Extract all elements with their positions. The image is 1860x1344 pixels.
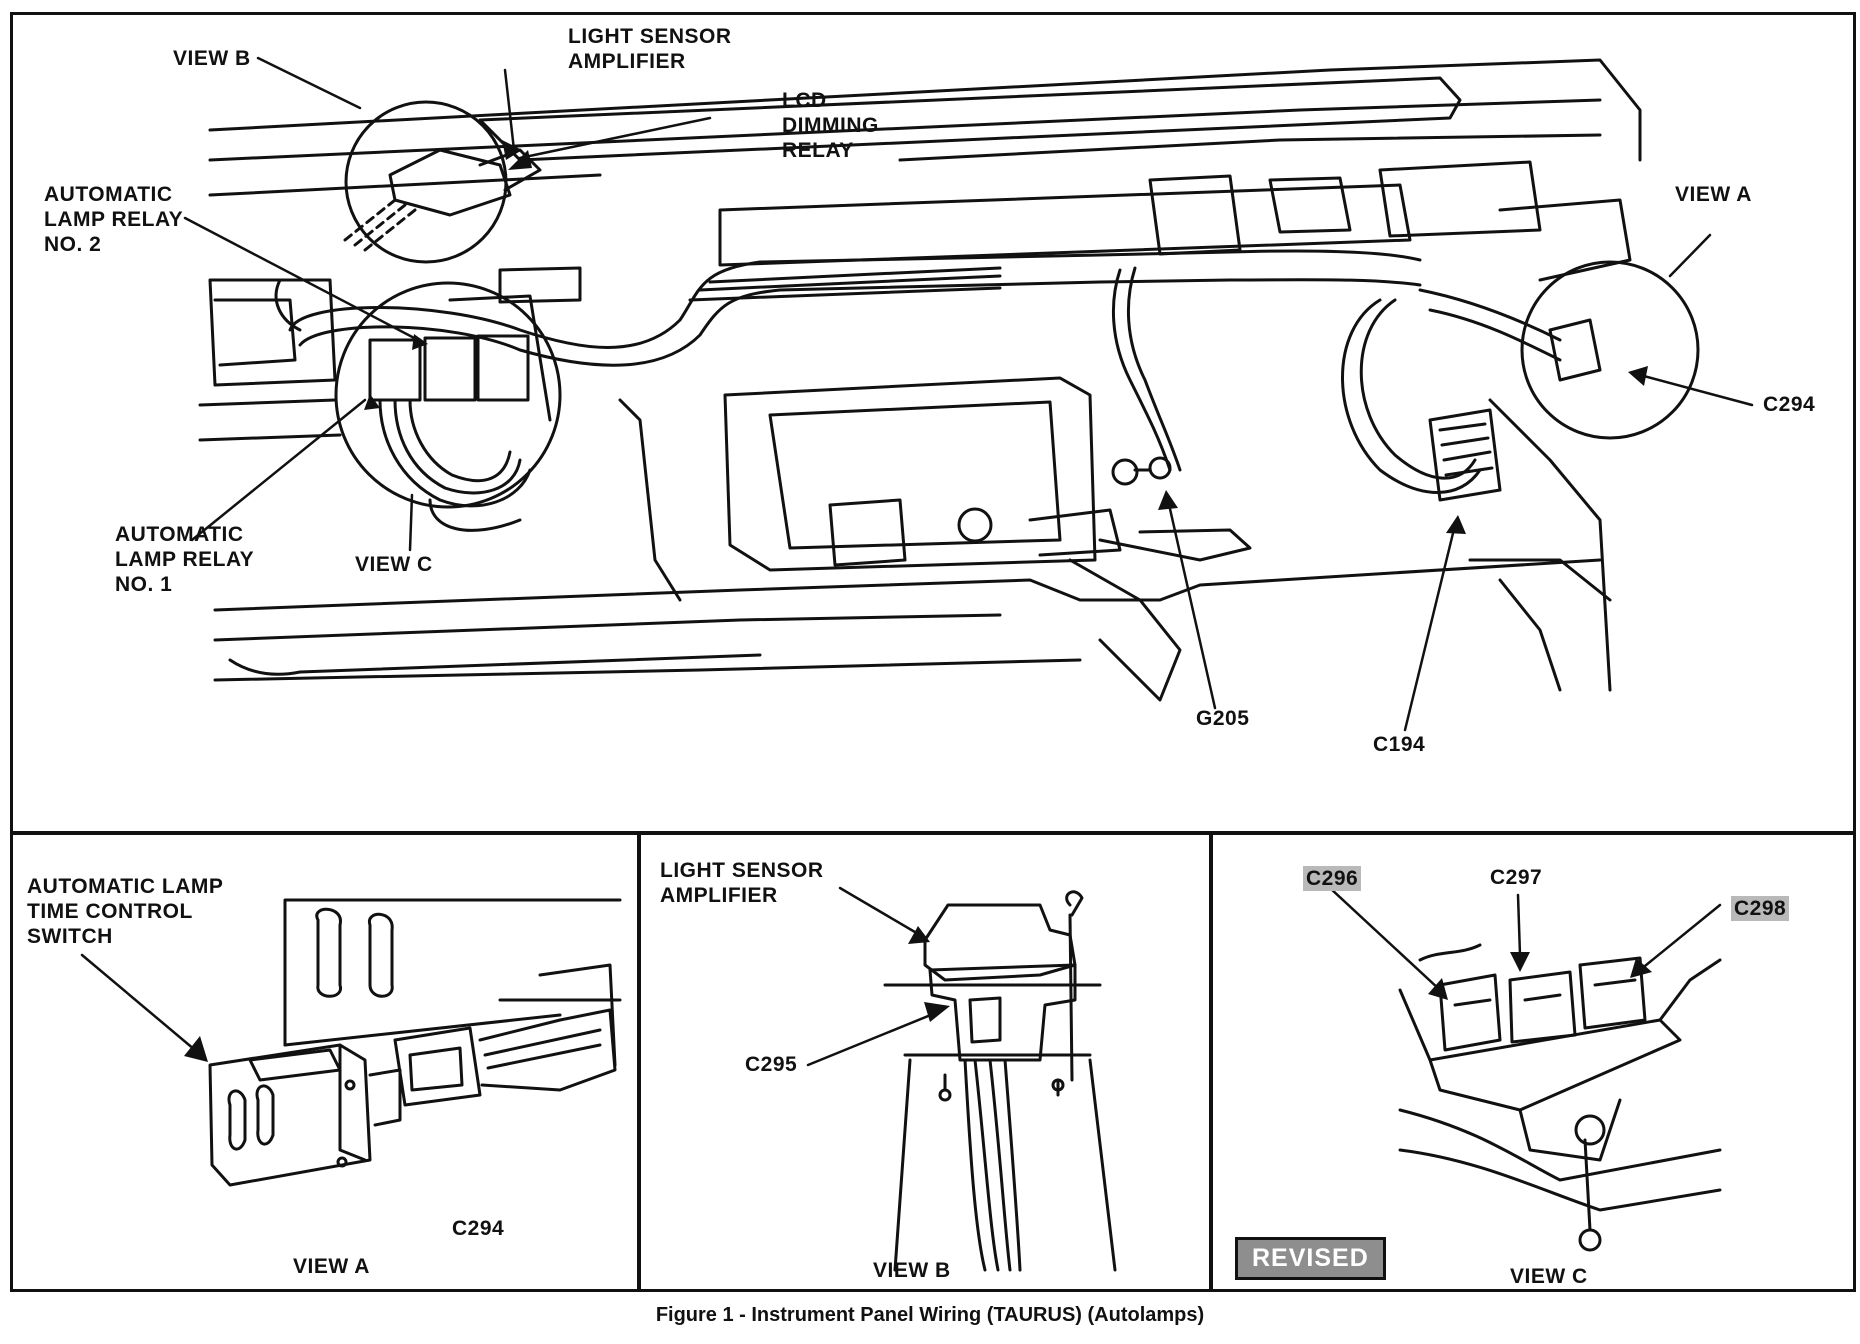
relay-cluster-main <box>368 334 532 532</box>
label-lcd-dimming-relay: LCD DIMMING RELAY <box>782 89 879 162</box>
view-a-title: VIEW A <box>293 1255 370 1278</box>
view-b-drawing <box>883 890 1117 1272</box>
ground-screw <box>1111 456 1172 486</box>
label-automatic-lamp-relay-1: AUTOMATIC LAMP RELAY NO. 1 <box>115 523 255 596</box>
label-c295: C295 <box>745 1053 798 1076</box>
label-c297: C297 <box>1490 866 1543 889</box>
label-light-sensor-amplifier-b: LIGHT SENSOR AMPLIFIER <box>660 859 824 907</box>
view-c-leaders <box>1328 886 1722 992</box>
view-b-circle <box>344 100 508 264</box>
revised-badge: REVISED <box>1235 1237 1386 1280</box>
view-b-leaders <box>806 886 940 1067</box>
label-c294-view-a: C294 <box>452 1217 505 1240</box>
view-b-arrowheads <box>908 926 950 1022</box>
wiring-harness <box>274 198 1602 502</box>
view-c-frame <box>1210 832 1856 1292</box>
view-a-leader <box>80 953 197 1052</box>
leader-lines-main <box>183 56 1754 732</box>
view-a-drawing <box>208 898 622 1187</box>
label-view-a: VIEW A <box>1675 183 1752 206</box>
label-c296: C296 <box>1303 866 1362 891</box>
label-g205: G205 <box>1196 707 1250 730</box>
label-c298: C298 <box>1731 896 1790 921</box>
instrument-panel-outline <box>198 58 1642 702</box>
label-automatic-lamp-relay-2: AUTOMATIC LAMP RELAY NO. 2 <box>44 183 184 256</box>
view-c-arrowheads <box>1428 952 1652 1000</box>
label-view-c: VIEW C <box>355 553 433 576</box>
arrowheads-main <box>364 140 1648 534</box>
label-view-b: VIEW B <box>173 47 251 70</box>
label-light-sensor-amplifier: LIGHT SENSOR AMPLIFIER <box>568 25 732 73</box>
view-c-title: VIEW C <box>1510 1265 1588 1288</box>
label-c294-main: C294 <box>1763 393 1816 416</box>
label-c194: C194 <box>1373 733 1426 756</box>
view-a-circle <box>1520 260 1700 440</box>
view-c-circle <box>334 281 562 509</box>
figure-caption: Figure 1 - Instrument Panel Wiring (TAUR… <box>655 1304 1205 1326</box>
view-b-title: VIEW B <box>873 1259 951 1282</box>
view-c-drawing <box>1398 943 1722 1252</box>
label-time-control-switch: AUTOMATIC LAMP TIME CONTROL SWITCH <box>27 875 224 948</box>
view-a-arrowhead <box>184 1036 208 1062</box>
